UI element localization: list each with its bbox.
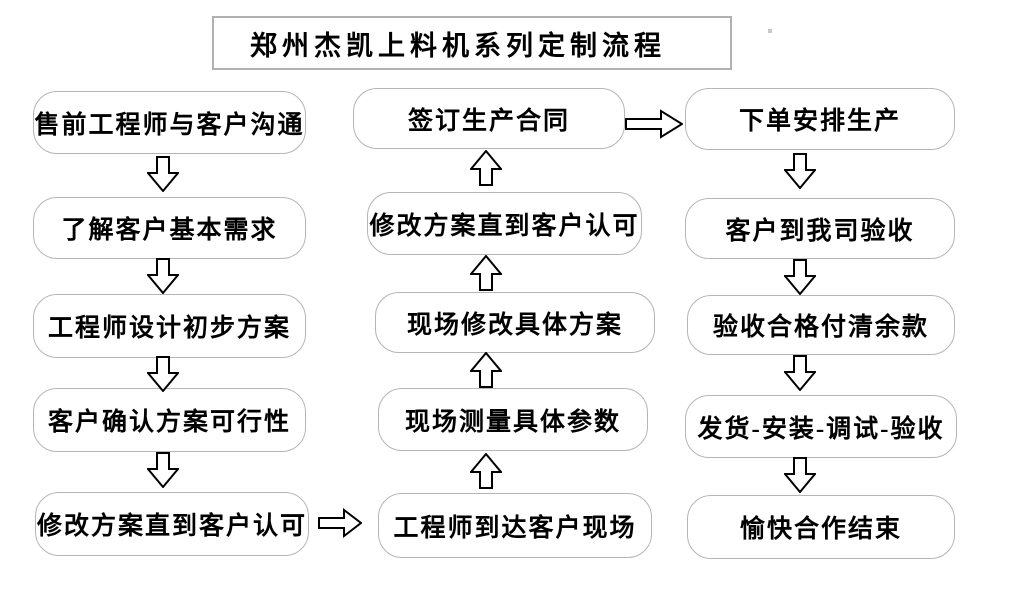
step-onsite-revise-plan: 现场修改具体方案 xyxy=(375,292,655,353)
step-understand-requirements: 了解客户基本需求 xyxy=(33,197,306,259)
step-happy-cooperation-end: 愉快合作结束 xyxy=(687,495,955,559)
step-customer-acceptance-visit: 客户到我司验收 xyxy=(685,198,955,259)
up-block-arrow-icon xyxy=(470,150,502,186)
step-pay-balance: 验收合格付清余款 xyxy=(687,295,955,355)
flowchart-title-box: 郑州杰凯上料机系列定制流程 xyxy=(212,16,732,70)
step-onsite-measure-parameters: 现场测量具体参数 xyxy=(378,388,648,451)
down-block-arrow-icon xyxy=(784,457,816,493)
step-revise-until-approved-2: 修改方案直到客户认可 xyxy=(367,192,642,255)
stray-dot xyxy=(768,29,772,33)
down-block-arrow-icon xyxy=(147,356,179,392)
down-block-arrow-icon xyxy=(784,259,816,295)
down-block-arrow-icon xyxy=(147,258,179,294)
down-block-arrow-icon xyxy=(147,452,179,488)
down-block-arrow-icon xyxy=(784,355,816,391)
step-engineer-arrives-onsite: 工程师到达客户现场 xyxy=(378,493,652,558)
step-presales-communication: 售前工程师与客户沟通 xyxy=(33,91,306,154)
up-block-arrow-icon xyxy=(470,255,502,291)
down-block-arrow-icon xyxy=(784,153,816,189)
step-customer-confirms-feasibility: 客户确认方案可行性 xyxy=(33,388,306,452)
flowchart-title: 郑州杰凯上料机系列定制流程 xyxy=(250,30,666,61)
step-ship-install-debug-accept: 发货-安装-调试-验收 xyxy=(685,395,957,458)
step-revise-until-approved-1: 修改方案直到客户认可 xyxy=(35,492,309,556)
down-block-arrow-icon xyxy=(147,156,179,192)
step-initial-design: 工程师设计初步方案 xyxy=(33,294,306,358)
right-block-arrow-icon xyxy=(318,508,362,538)
step-sign-contract: 签订生产合同 xyxy=(353,88,625,149)
up-block-arrow-icon xyxy=(470,453,502,489)
right-block-arrow-icon xyxy=(625,109,683,139)
step-order-production: 下单安排生产 xyxy=(685,88,955,150)
up-block-arrow-icon xyxy=(470,352,502,388)
